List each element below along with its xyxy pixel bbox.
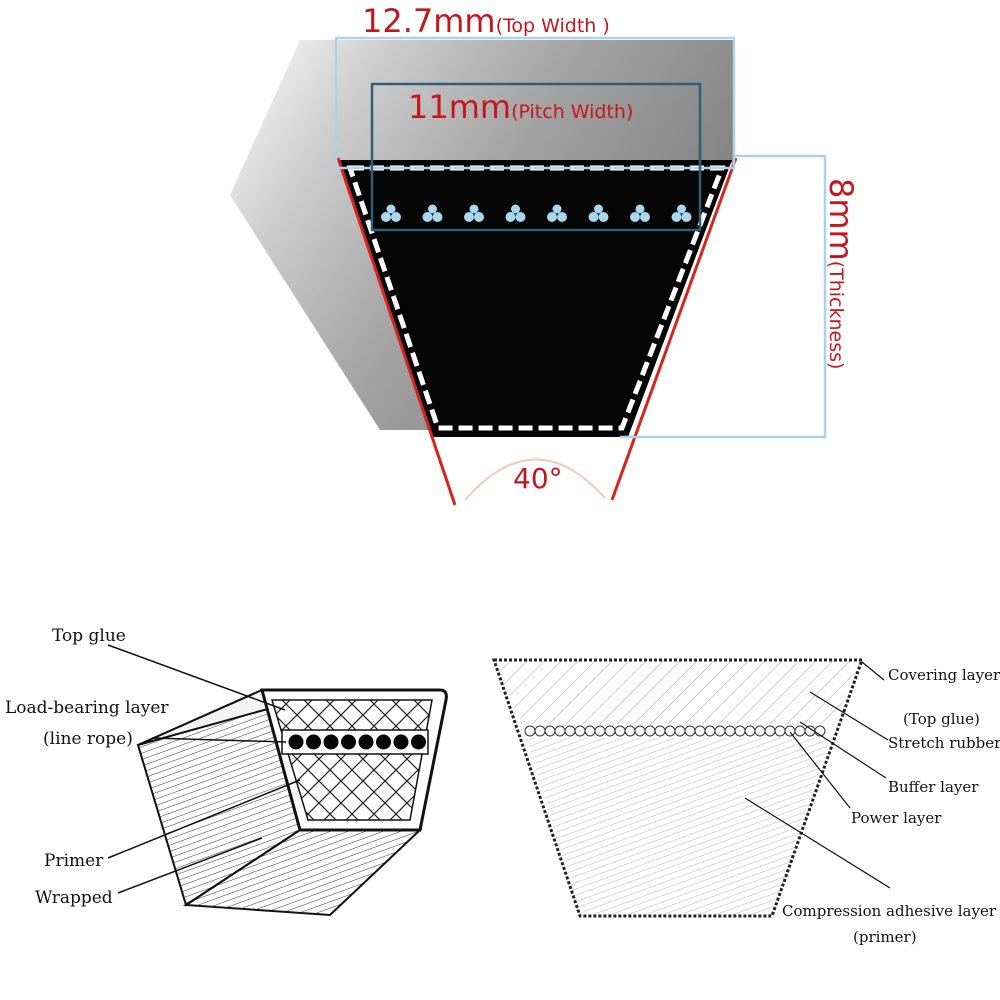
power-cord-circle	[524, 725, 536, 737]
angle-label: 40°	[513, 462, 563, 495]
label-top-glue: Top glue	[52, 626, 126, 646]
label-load-bearing: Load-bearing layer	[5, 698, 169, 718]
cord-dots	[381, 204, 692, 222]
label-line-rope: (line rope)	[43, 729, 133, 749]
power-cord-circle	[664, 725, 676, 737]
leader-compression	[744, 797, 891, 889]
power-cord-circle	[594, 725, 606, 737]
thickness-label: 8mm(Thickness)	[822, 178, 860, 369]
top-width-value: 12.7mm	[362, 2, 496, 40]
pitch-width-caption: (Pitch Width)	[511, 101, 633, 123]
power-cord-circle	[734, 725, 746, 737]
cord-circle	[306, 734, 321, 750]
label-top-glue-right: (Top glue)	[903, 710, 980, 728]
angle-line-left	[336, 157, 457, 506]
cord-circle	[393, 734, 409, 750]
power-cord-circle	[614, 725, 626, 737]
label-wrapped: Wrapped	[35, 888, 113, 908]
label-buffer-layer: Buffer layer	[888, 778, 979, 796]
cord-circle	[358, 734, 374, 750]
cord-circle	[323, 734, 339, 750]
left-layer-diagram: Top glue Load-bearing layer (line rope) …	[5, 626, 448, 917]
thickness-box	[620, 154, 827, 439]
top-width-box	[334, 36, 736, 170]
power-cord-circle	[764, 725, 776, 737]
covering-layer	[494, 660, 862, 724]
label-power-layer: Power layer	[851, 809, 942, 827]
power-cord-row	[524, 725, 826, 737]
cord-dot-icon	[381, 204, 401, 222]
label-compression: Compression adhesive layer	[782, 902, 997, 920]
pitch-width-box	[370, 82, 702, 232]
leader-wrapped	[117, 837, 263, 894]
power-cord-circle	[564, 725, 576, 737]
power-cord-circle	[574, 725, 586, 737]
power-cord-circle	[724, 725, 736, 737]
pitch-width-value: 11mm	[408, 88, 511, 126]
power-cord-circle	[624, 725, 636, 737]
power-cord-circle	[604, 725, 616, 737]
cord-row	[288, 734, 426, 750]
cord-circle	[341, 734, 356, 750]
cord-dot-icon	[422, 204, 443, 222]
thickness-value: 8mm	[822, 178, 860, 261]
power-cord-circle	[654, 725, 666, 737]
cord-dot-icon	[505, 204, 526, 222]
leader-top-glue	[107, 644, 286, 711]
label-stretch-rubber: Stretch rubber	[888, 734, 1000, 752]
top-width-caption: (Top Width )	[496, 15, 610, 37]
label-covering-layer: Covering layer	[888, 666, 1000, 684]
leader-power	[789, 731, 851, 809]
power-cord-circle	[694, 725, 706, 737]
angle-line-right	[610, 157, 738, 501]
cord-dot-icon	[588, 204, 609, 222]
power-cord-circle	[744, 725, 756, 737]
label-primer: Primer	[44, 851, 104, 871]
angle-arc	[464, 458, 606, 501]
compression-layer	[526, 738, 829, 916]
power-cord-circle	[644, 725, 656, 737]
leader-primer	[107, 779, 301, 859]
top-width-label: 12.7mm(Top Width )	[362, 2, 610, 40]
trapezoid-outline	[491, 658, 865, 918]
right-layer-diagram: Covering layer (Top glue) Stretch rubber…	[491, 658, 1000, 946]
power-cord-circle	[554, 725, 566, 737]
leader-stretch	[809, 691, 889, 741]
power-cord-circle	[674, 725, 686, 737]
thickness-caption: (Thickness)	[825, 261, 847, 370]
power-cord-circle	[684, 725, 696, 737]
power-cord-circle	[544, 725, 556, 737]
label-primer-right: (primer)	[853, 928, 917, 946]
pitch-width-label: 11mm(Pitch Width)	[408, 88, 633, 126]
belt-cross-section: 40° 12.7mm(Top Width ) 11mm(Pitch Width)…	[230, 2, 860, 506]
cord-circle	[288, 734, 304, 750]
cord-circle	[411, 734, 426, 750]
power-cord-circle	[774, 725, 786, 737]
power-cord-circle	[534, 725, 546, 737]
leader-load-bearing	[151, 737, 287, 743]
power-cord-circle	[584, 725, 596, 737]
power-cord-circle	[634, 725, 646, 737]
power-cord-circle	[704, 725, 716, 737]
cord-dot-icon	[464, 204, 484, 222]
cord-dot-icon	[547, 204, 567, 222]
leader-covering	[861, 661, 885, 681]
cord-circle	[376, 734, 391, 750]
power-cord-circle	[754, 725, 766, 737]
cord-dot-icon	[671, 204, 692, 222]
power-cord-circle	[794, 725, 806, 737]
power-cord-circle	[784, 725, 796, 737]
leader-buffer	[799, 721, 887, 779]
cord-dot-icon	[630, 204, 650, 222]
power-cord-circle	[714, 725, 726, 737]
